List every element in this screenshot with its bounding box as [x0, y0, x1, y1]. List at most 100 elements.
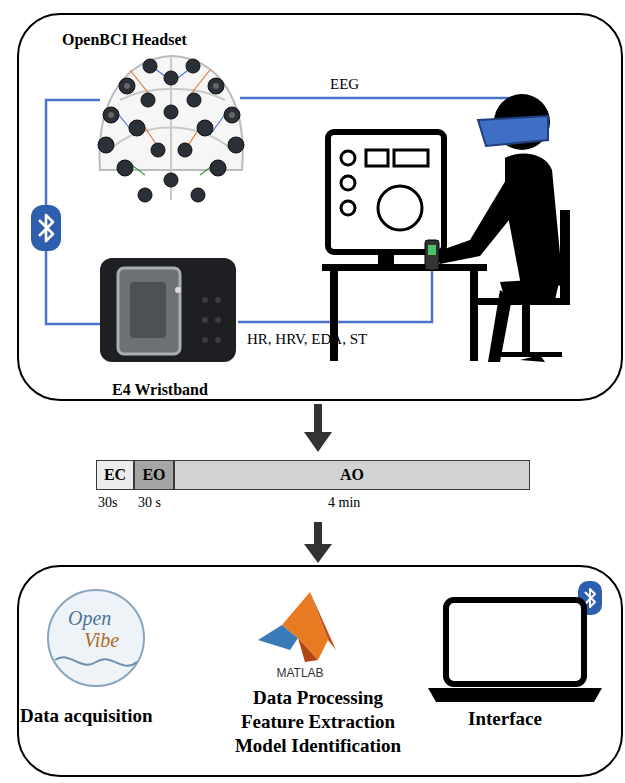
computer-monitor: [322, 264, 487, 271]
eeg-headset: [98, 59, 244, 202]
eeg-headset: [164, 71, 178, 85]
eeg-headset: [213, 83, 219, 89]
flow-arrow: [314, 404, 322, 434]
flow-arrow: [304, 432, 332, 452]
openvibe-logo: [55, 657, 137, 665]
bluetooth-icon: [585, 589, 595, 607]
person-silhouette: [425, 94, 570, 362]
bluetooth-icon: [31, 205, 61, 251]
duration-label: 30s: [98, 495, 117, 512]
matlab-logo: [298, 638, 318, 662]
step-label: Data Processing Feature Extraction Model…: [234, 686, 402, 757]
person-silhouette: [478, 116, 548, 146]
eeg-headset: [138, 188, 152, 202]
laptop-icon: [428, 688, 602, 702]
computer-monitor: [378, 252, 394, 266]
eeg-headset: [143, 59, 157, 73]
logo-text: Vibe: [84, 628, 119, 652]
logo-text: Open: [68, 606, 111, 630]
person-silhouette: [505, 154, 562, 280]
device-title: E4 Wristband: [112, 380, 208, 399]
eeg-headset: [208, 78, 224, 94]
computer-monitor: [330, 271, 338, 361]
timeline-segment: EO: [134, 460, 174, 490]
eeg-headset: [187, 93, 201, 107]
e4-wristband: [130, 282, 166, 338]
segment-label: EO: [142, 466, 165, 484]
openvibe-logo: [48, 590, 144, 686]
person-silhouette: [522, 305, 530, 355]
e4-wristband: [100, 258, 236, 362]
e4-wristband: [215, 317, 221, 323]
eeg-headset: [164, 105, 178, 119]
matlab-logo: [310, 592, 336, 650]
person-silhouette: [492, 352, 562, 357]
computer-monitor: [341, 176, 355, 190]
computer-monitor: [341, 150, 428, 230]
timeline-segment: AO: [174, 460, 530, 490]
computer-monitor: [341, 151, 355, 165]
eeg-headset: [115, 65, 228, 135]
person-silhouette: [425, 240, 439, 270]
eeg-headset: [129, 120, 145, 136]
panel-outline: [18, 14, 622, 776]
duration-label: 4 min: [328, 495, 360, 512]
eeg-headset: [108, 112, 114, 118]
eeg-headset: [141, 93, 155, 107]
e4-wristband: [215, 337, 221, 343]
eeg-headset: [178, 143, 192, 157]
eeg-headset: [151, 143, 165, 157]
panel-outline: [18, 566, 622, 776]
e4-wristband: [202, 297, 221, 343]
signal-wire: [240, 98, 518, 122]
eeg-headset: [98, 56, 244, 202]
segment-label: EC: [104, 466, 126, 484]
logo-text: MATLAB: [276, 666, 323, 680]
e4-wristband: [215, 297, 221, 303]
e4-wristband: [202, 297, 208, 303]
computer-monitor: [328, 132, 444, 252]
e4-wristband: [100, 258, 236, 362]
person-silhouette: [478, 298, 570, 305]
laptop-icon: [428, 600, 602, 702]
computer-monitor: [378, 186, 422, 230]
duration-label: 30 s: [138, 495, 161, 512]
segment-label: AO: [340, 466, 364, 484]
person-silhouette: [560, 210, 570, 300]
e4-wristband: [118, 268, 180, 354]
eeg-headset: [130, 70, 210, 150]
eeg-headset: [191, 188, 205, 202]
eeg-headset: [164, 173, 178, 187]
eeg-headset: [229, 112, 235, 118]
person-silhouette: [520, 355, 545, 362]
eeg-headset: [210, 160, 226, 176]
device-title: OpenBCI Headset: [62, 30, 187, 49]
eeg-headset: [224, 107, 240, 123]
matlab-logo: [258, 592, 336, 662]
eeg-headset: [124, 83, 130, 89]
signal-name: HR, HRV, EDA, ST: [247, 330, 367, 348]
openvibe-logo: [48, 590, 144, 686]
e4-wristband: [175, 287, 181, 293]
eeg-headset: [103, 107, 119, 123]
computer-monitor: [394, 150, 428, 166]
eeg-headset: [119, 78, 135, 94]
person-silhouette: [428, 245, 436, 255]
eeg-headset: [228, 137, 244, 153]
computer-monitor: [366, 150, 388, 166]
panel-outline: [18, 14, 622, 400]
e4-wristband: [202, 337, 208, 343]
bluetooth-icon: [31, 205, 61, 251]
e4-wristband: [202, 317, 208, 323]
eeg-headset: [117, 160, 133, 176]
flow-arrow: [314, 522, 322, 546]
flow-arrow: [304, 544, 332, 563]
timeline-segment: EC: [96, 460, 134, 490]
eeg-headset: [186, 59, 200, 73]
step-label: Data acquisition: [20, 705, 153, 728]
laptop-icon: [446, 600, 584, 684]
bluetooth-icon: [39, 215, 53, 241]
